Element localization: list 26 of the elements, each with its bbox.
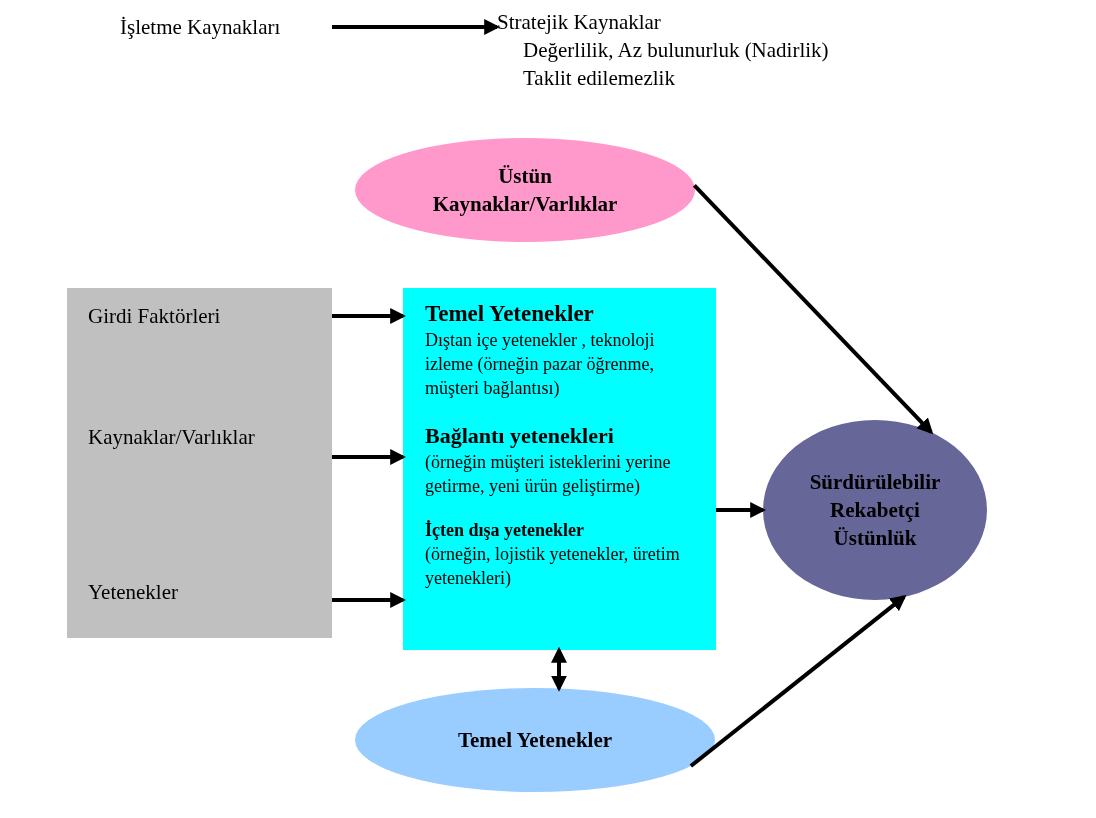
arrow (692, 184, 934, 435)
heading-text: Stratejik Kaynaklar (497, 9, 662, 36)
section-heading: İçten dışa yetenekler (425, 519, 585, 542)
arrow (551, 646, 567, 692)
input-panel (67, 288, 332, 638)
ellipse-label: Sürdürülebilir Rekabetçi Üstünlük (808, 469, 942, 552)
capabilities-box (403, 288, 716, 650)
section-heading: Bağlantı yetenekleri (425, 422, 615, 450)
ellipse-label: Üstün Kaynaklar/Varlıklar (431, 163, 619, 218)
attribute-text: Değerlilik, Az bulunurluk (Nadirlik) (522, 37, 830, 64)
ellipse-label: Temel Yetenekler (457, 727, 613, 754)
source-text: İşletme Kaynakları (120, 14, 282, 41)
arrow (332, 19, 501, 35)
arrow (332, 308, 407, 324)
section-text: (örneğin müşteri isteklerini yerine getirme, yeni ürün geliştirme) (425, 451, 672, 498)
arrow (332, 592, 407, 608)
input-text: Yetenekler (88, 579, 179, 606)
input-text: Girdi Faktörleri (88, 303, 222, 330)
arrow (716, 502, 767, 518)
arrow (689, 594, 907, 768)
arrow (332, 449, 407, 465)
input-text: Kaynaklar/Varlıklar (88, 424, 256, 451)
section-heading: Temel Yetenekler (425, 300, 595, 328)
section-text: (örneğin, lojistik yetenekler, üretim yetenekleri) (425, 543, 681, 590)
section-text: Dıştan içe yetenekler , teknoloji izleme (örneğin pazar öğrenme, müşteri bağlantısı) (425, 329, 656, 400)
attribute-text: Taklit edilemezlik (522, 65, 676, 92)
